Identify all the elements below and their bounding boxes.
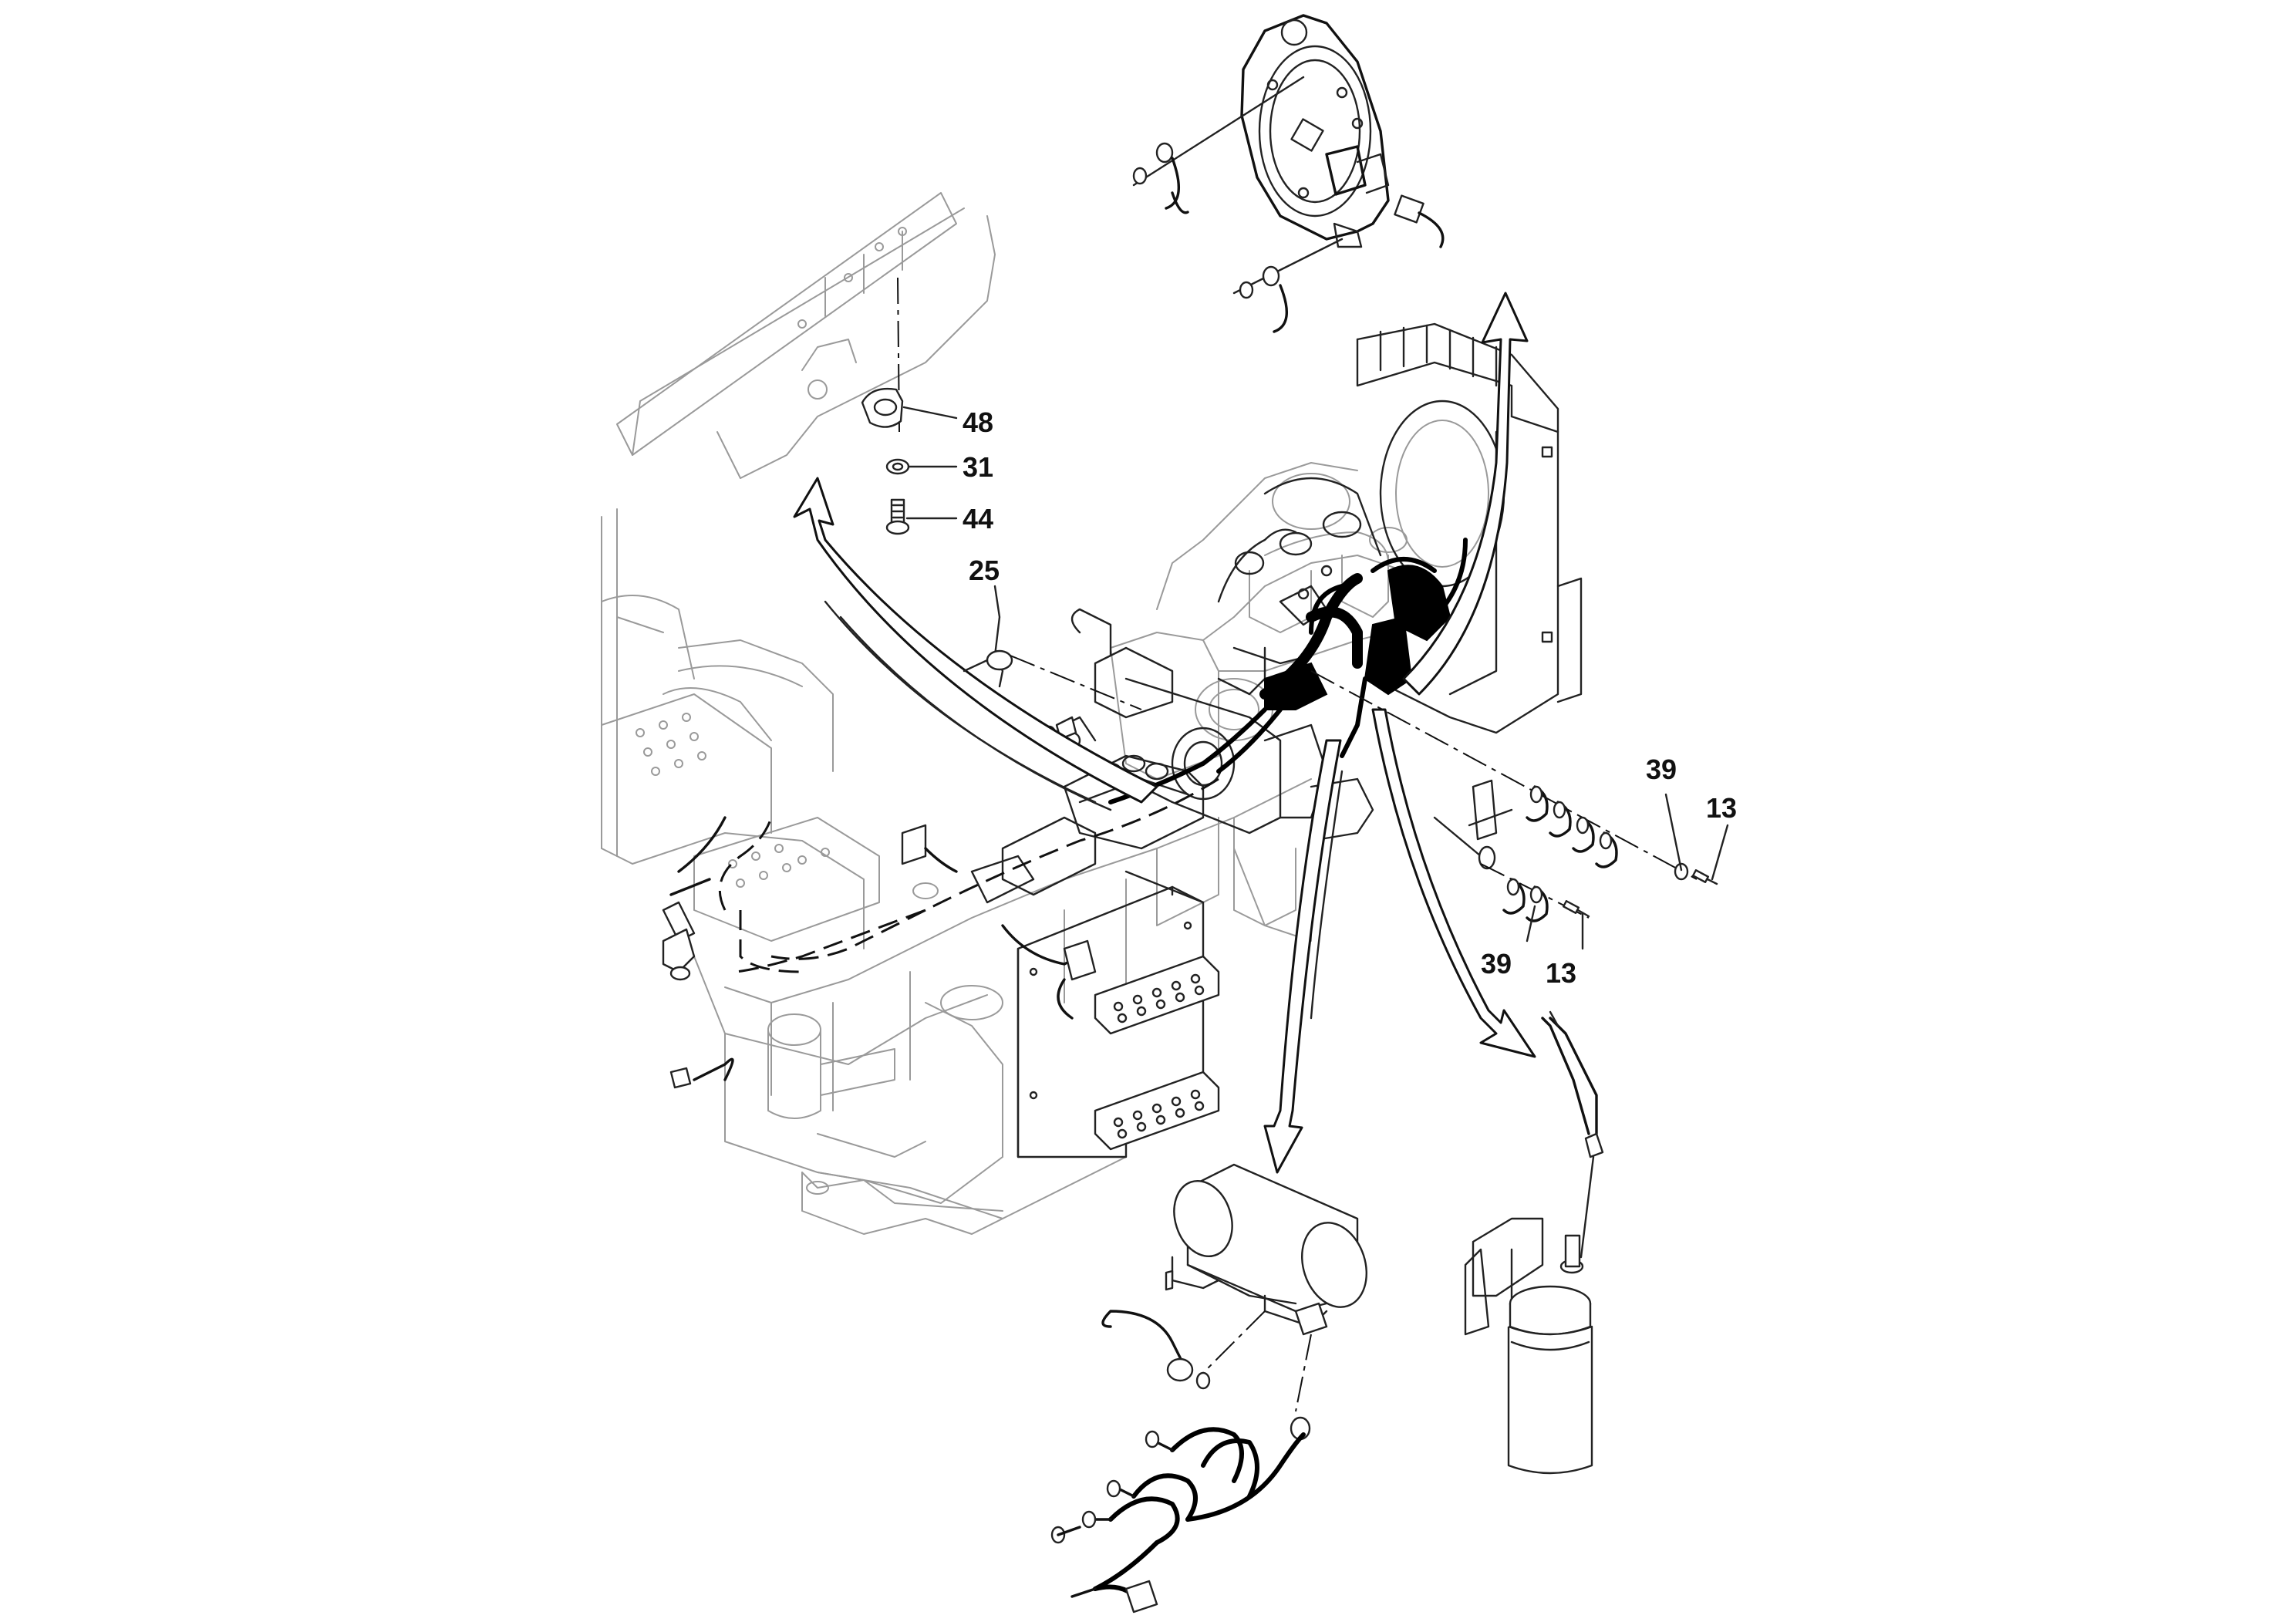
pivot-cylinder [767,1013,926,1158]
main-wiring-harness [1108,538,1468,804]
left-harness-leads [662,716,1097,1089]
callout-labels: 48 31 44 25 39 13 39 13 [963,406,1737,989]
explode-arrow-down-right [1371,708,1536,1058]
callout-leaders [902,406,1729,950]
lower-chassis-mount [801,1172,1003,1212]
explode-arrow-down-center [1263,739,1344,1174]
bolt-44 [885,498,910,535]
callout-13-upper: 13 [1706,792,1737,824]
oil-filter-sender [1464,1010,1604,1475]
washer-31 [885,458,910,475]
starter-motor [1165,1163,1367,1336]
engine-block [1110,462,1420,780]
ground-stud-assembly-lower [1480,863,1590,922]
cab-rollbar-and-steps [601,508,880,949]
frame-rail-section [616,192,996,479]
explode-arrow-up-left [793,477,1158,811]
step-ladder [1017,870,1220,1158]
callout-13-lower: 13 [1546,957,1576,989]
callout-44: 44 [963,503,993,534]
callout-25: 25 [969,555,1000,586]
callout-48: 48 [963,406,993,438]
battery-cable-harness [1050,1310,1312,1614]
callout-39-lower: 39 [1481,948,1512,980]
callout-31: 31 [963,451,993,483]
ground-stud-assembly-upper [1310,670,1718,885]
chassis-frame [693,778,1312,1235]
radiator [1356,322,1583,734]
callout-39-upper: 39 [1646,754,1677,785]
clamp-48 [861,387,904,428]
explode-arrow-up-right [1402,292,1529,696]
dashed-harness-route [718,777,1219,973]
alternator-end-plate [1240,14,1445,248]
engine-mount-cradle [1070,608,1374,842]
alternator-ground-leads [1132,76,1344,333]
